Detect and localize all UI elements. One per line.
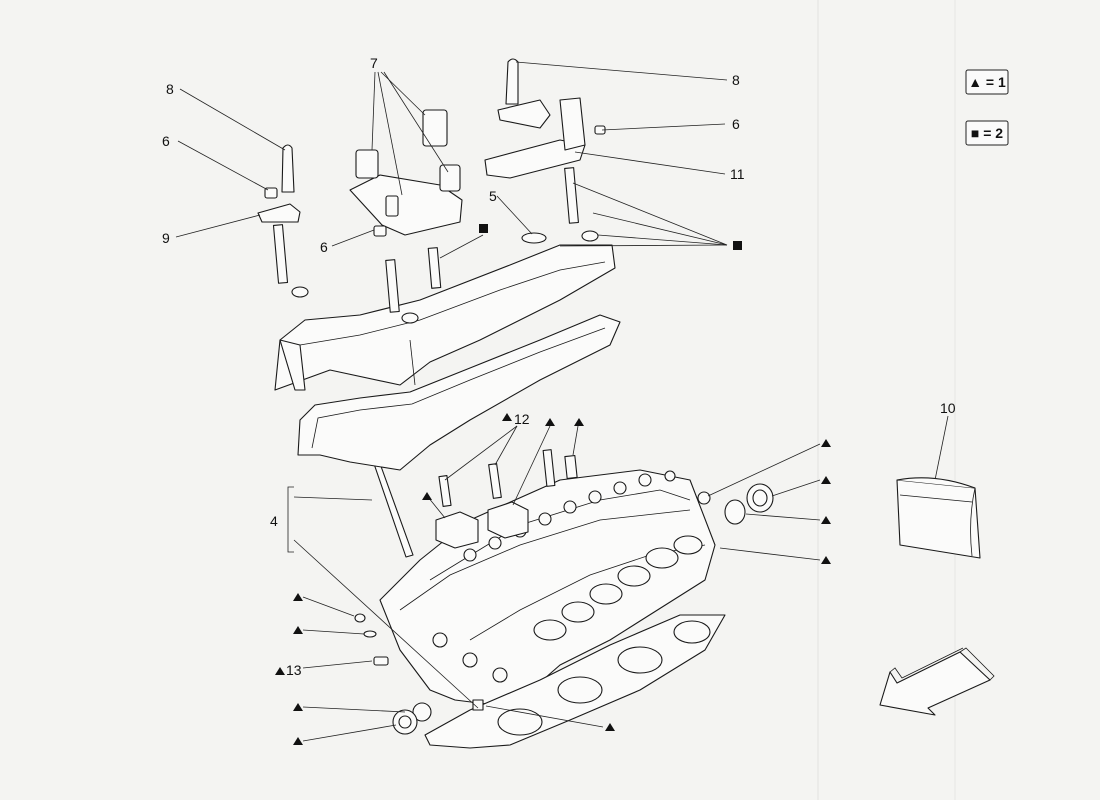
triangle-marker	[275, 667, 285, 675]
right-bracket	[484, 58, 606, 179]
callout-6-right: 6	[732, 116, 740, 132]
triangle-marker	[821, 516, 831, 524]
spacer	[373, 225, 387, 237]
bearing-caps	[435, 501, 529, 549]
triangle-marker	[293, 703, 303, 711]
triangle-marker	[545, 418, 555, 426]
triangle-marker	[293, 593, 303, 601]
triangle-marker	[605, 723, 615, 731]
callout-5: 5	[489, 188, 497, 204]
callout-11: 11	[730, 166, 745, 182]
legend-triangle: ▲ = 1	[965, 69, 1009, 95]
triangle-marker	[422, 492, 432, 500]
sensor-bracket-assembly	[349, 109, 463, 236]
plugs-and-seals	[354, 613, 484, 735]
triangle-marker	[293, 626, 303, 634]
callout-8-right: 8	[732, 72, 740, 88]
legend-triangle-label: ▲ = 1	[968, 74, 1006, 90]
callout-12: 12	[514, 411, 530, 427]
triangle-marker	[293, 737, 303, 745]
valve-cover	[274, 244, 616, 391]
side-plugs	[697, 483, 774, 525]
square-marker	[733, 241, 742, 250]
legend-square-label: ■ = 2	[971, 125, 1003, 141]
callout-labels: 8 6 9 7 6 5 8 6 11 12 4 13 10	[162, 55, 956, 678]
callout-4: 4	[270, 513, 278, 529]
manual-booklet	[896, 477, 981, 559]
studs	[438, 449, 578, 507]
legend-square: ■ = 2	[965, 120, 1009, 146]
filler-seal	[521, 232, 547, 244]
leader-lines	[175, 61, 949, 742]
callout-7: 7	[370, 55, 378, 71]
callout-6-mid: 6	[320, 239, 328, 255]
triangle-marker	[502, 413, 512, 421]
callout-8-left: 8	[166, 81, 174, 97]
callout-13: 13	[286, 662, 302, 678]
head-gasket	[424, 614, 726, 749]
valve-cover-gasket	[297, 314, 621, 471]
triangle-marker	[821, 439, 831, 447]
callout-9: 9	[162, 230, 170, 246]
cover-bolts	[272, 167, 599, 324]
square-marker	[479, 224, 488, 233]
direction-arrow-icon	[879, 647, 995, 716]
callout-6-left: 6	[162, 133, 170, 149]
callout-10: 10	[940, 400, 956, 416]
left-bracket	[257, 144, 301, 223]
triangle-marker	[574, 418, 584, 426]
triangle-marker	[821, 476, 831, 484]
quantity-markers	[275, 224, 831, 745]
triangle-marker	[821, 556, 831, 564]
